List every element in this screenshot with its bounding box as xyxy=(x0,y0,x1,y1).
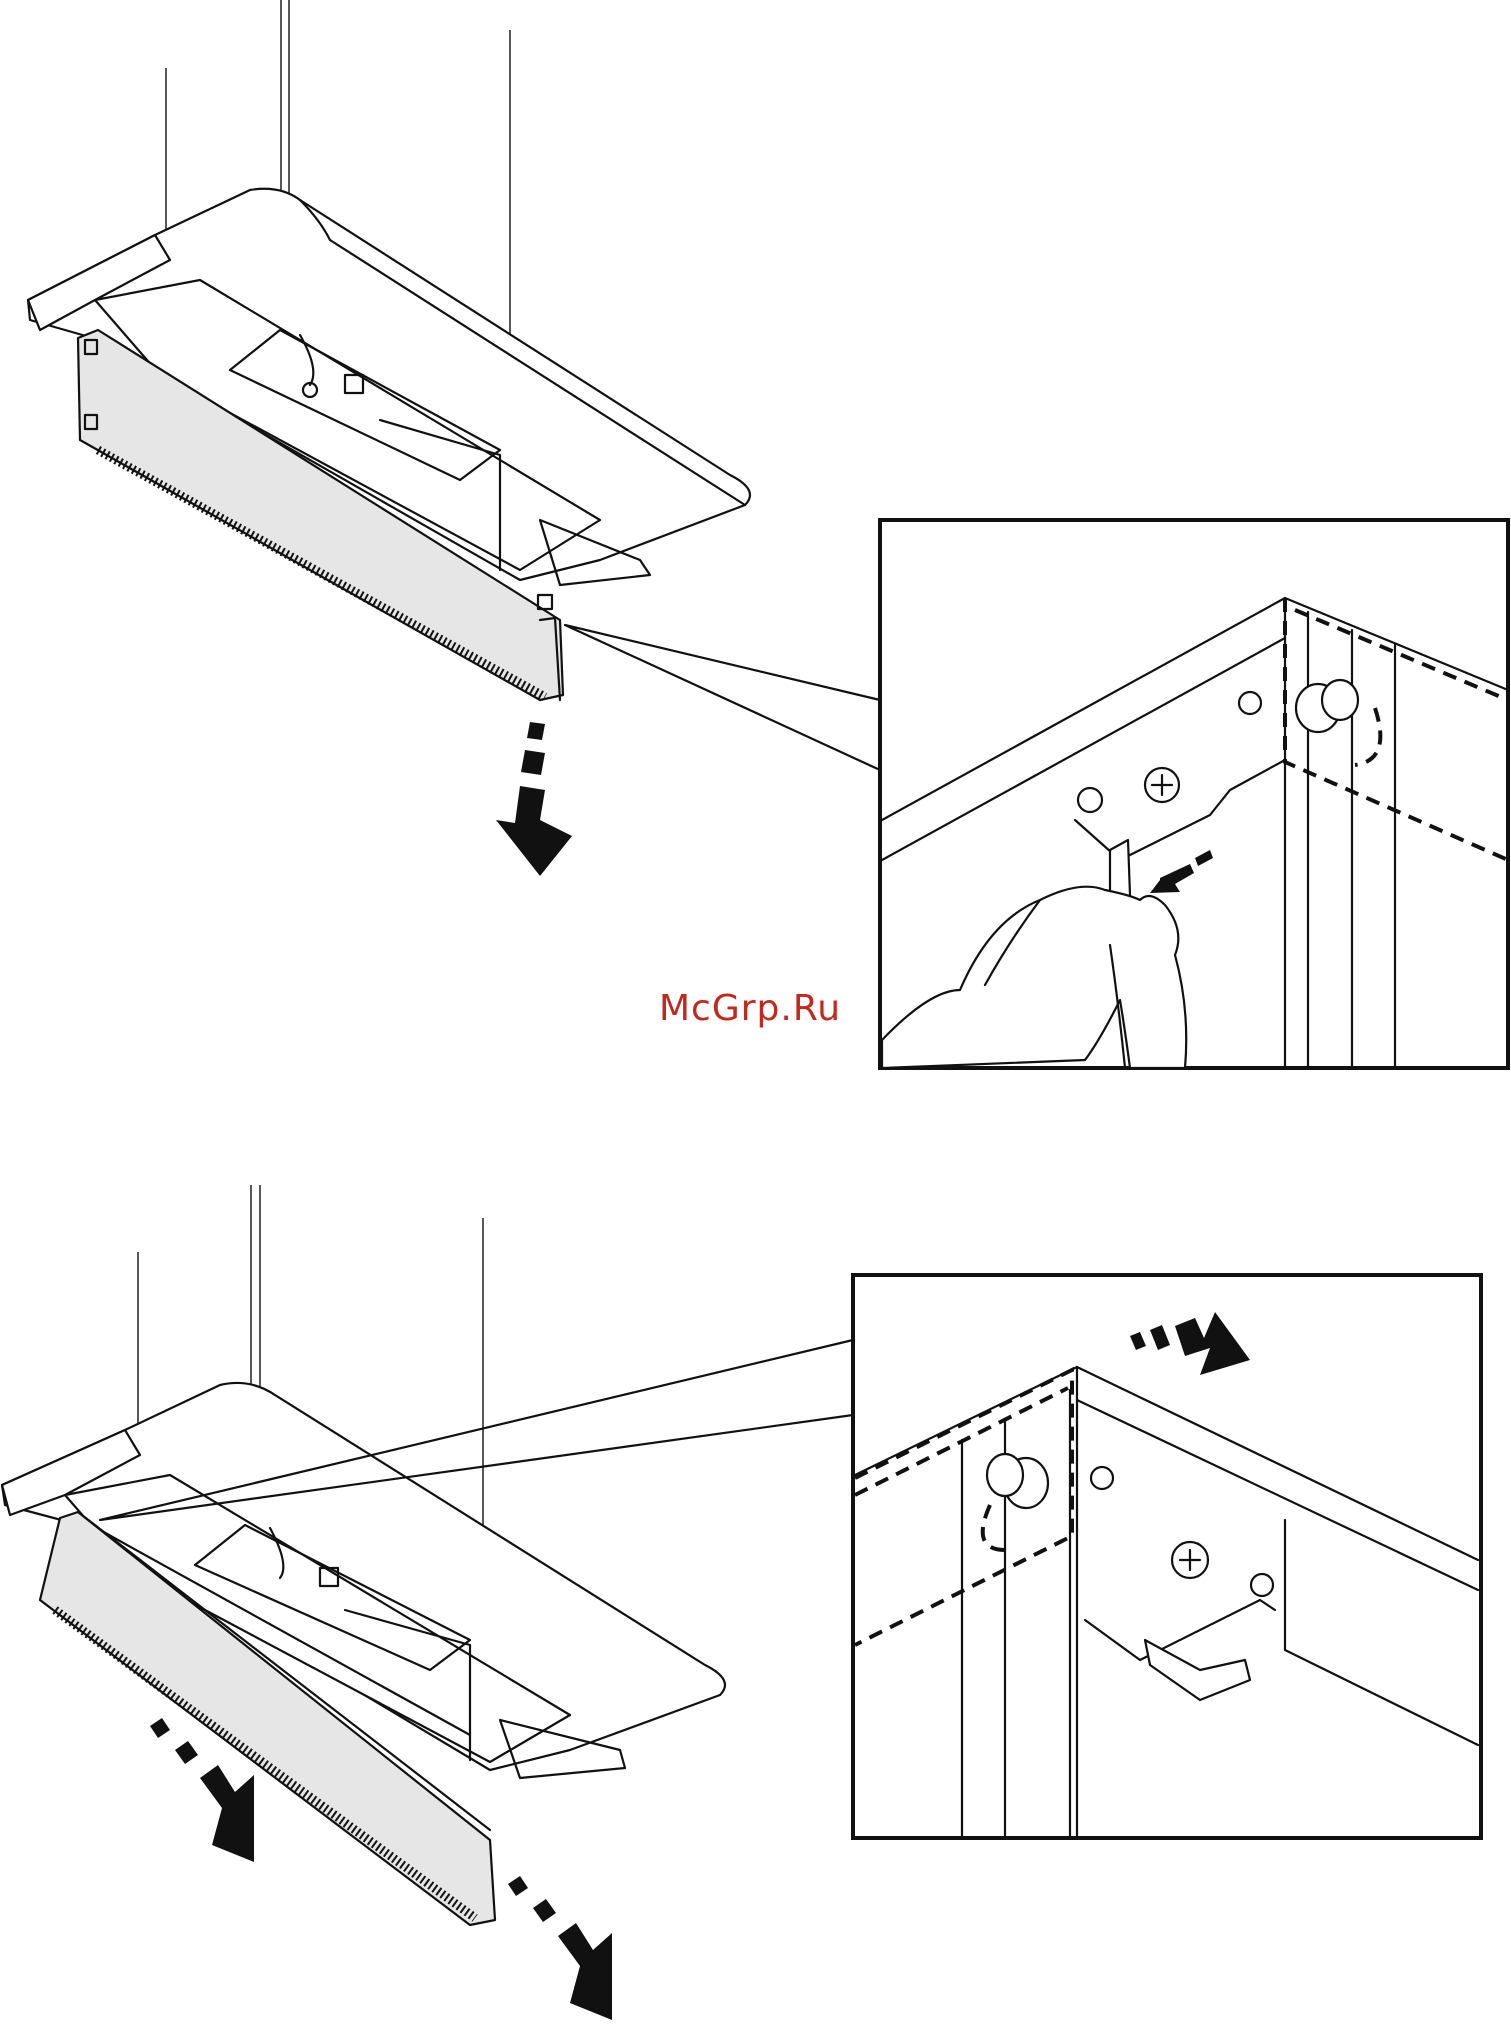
figure-2 xyxy=(2,1185,1481,2020)
panel-latch-detail-icon xyxy=(853,1275,1481,1838)
figure-1 xyxy=(28,0,1508,1068)
arrow-down xyxy=(496,722,572,876)
watermark-text: McGrp.Ru xyxy=(659,988,841,1029)
zoom-leader-top xyxy=(565,625,880,770)
hood-icon xyxy=(2,1383,725,1925)
hood-icon xyxy=(28,189,750,700)
arrow-down-right xyxy=(508,1876,612,2020)
